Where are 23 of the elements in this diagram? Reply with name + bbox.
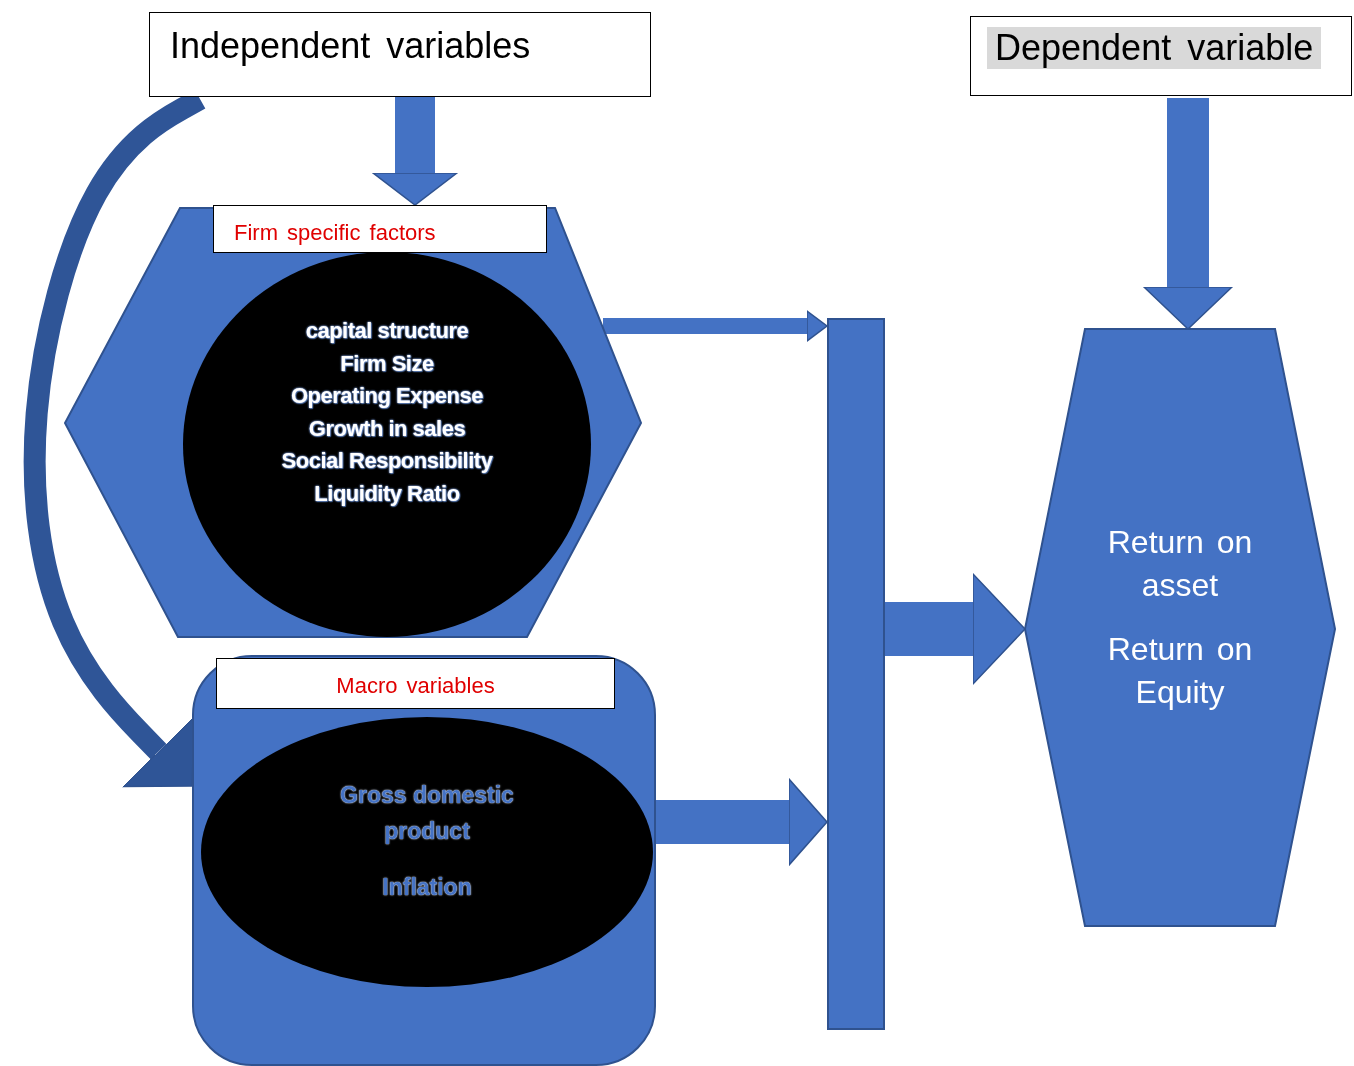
factor-label: Firm Size [339,350,435,377]
variable-label: Gross domestic product [339,781,515,846]
factor-label: Liquidity Ratio [313,480,461,507]
factor-label: Social Responsibility [280,448,494,474]
section-heading: Firm specific factors [213,205,547,253]
variable-label: Inflation [381,873,473,902]
variable-label: Return on asset [1106,523,1254,605]
rounded-panel [192,655,656,1066]
heading-box [149,12,651,97]
block-arrow [1143,98,1233,330]
factor-label: Operating Expense [290,383,484,409]
block-arrow [372,97,458,206]
vertical-bar [827,318,885,1030]
heading-box [970,16,1352,96]
factor-label: capital structure [304,318,470,344]
heading-text: Dependent variable [987,27,1322,69]
section-heading: Macro variables [216,658,615,709]
block-arrow [603,310,828,342]
factor-label: Growth in sales [307,415,467,442]
block-arrow [885,573,1026,685]
block-arrow [656,778,828,866]
variable-label: Return on Equity [1106,630,1254,712]
heading-text: Independent variables [170,25,531,67]
